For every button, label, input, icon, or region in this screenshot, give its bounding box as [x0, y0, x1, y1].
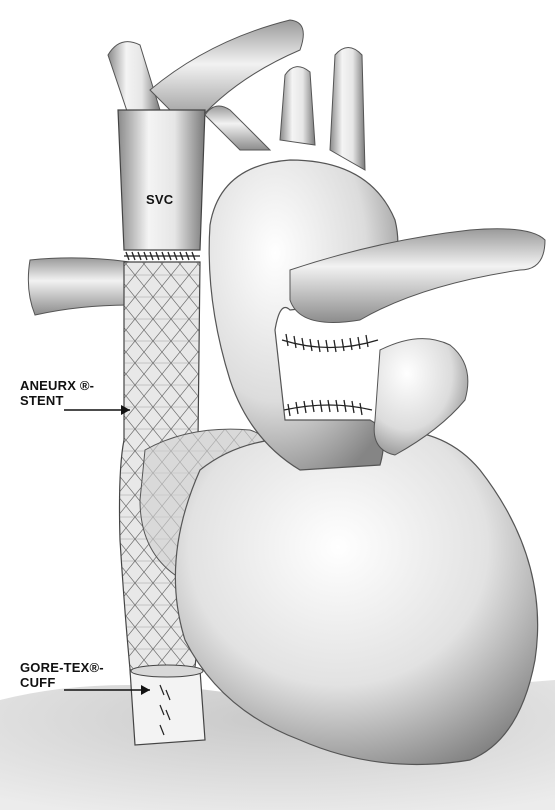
left-atrial-appendage	[374, 339, 468, 455]
svc-anastomosis	[124, 252, 200, 260]
aneurx-label-line2: STENT	[20, 393, 94, 408]
svc-label: SVC	[146, 192, 173, 207]
goretex-cuff-label: GORE-TEX®- CUFF	[20, 660, 104, 690]
aortic-anastomosis-upper	[282, 334, 378, 352]
svc-vessel	[118, 110, 205, 250]
goretex-cuff	[130, 665, 205, 745]
aortic-anastomosis-lower	[284, 400, 372, 416]
goretex-label-line1: GORE-TEX®-	[20, 660, 104, 675]
aneurx-stent-label: ANEURX ®- STENT	[20, 378, 94, 408]
innominate-vein	[28, 258, 130, 315]
aneurx-label-line1: ANEURX ®-	[20, 378, 94, 393]
goretex-label-line2: CUFF	[20, 675, 104, 690]
